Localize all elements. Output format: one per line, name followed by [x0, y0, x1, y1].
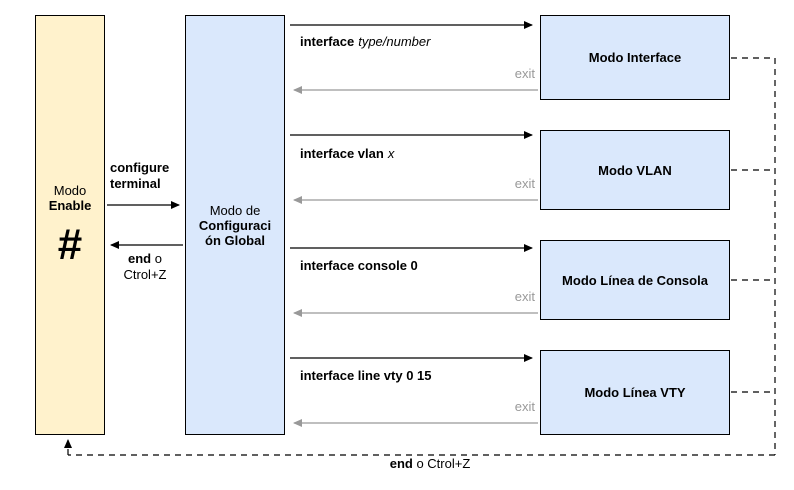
bottom-end-ctrlz-label: end o Ctrol+Z: [389, 456, 471, 471]
exit-label-2: exit: [514, 176, 535, 191]
mode-box-console-line-label: Modo Línea de Consola: [562, 272, 708, 288]
mode-box-console-line: Modo Línea de Consola: [540, 240, 730, 320]
global-config-mode-box: Modo de Configuración Global: [185, 15, 285, 435]
mode-box-vty-line-label: Modo Línea VTY: [584, 385, 686, 400]
enable-mode-label-line1: Modo: [53, 183, 87, 198]
enable-mode-box: Modo Enable #: [35, 15, 105, 435]
mode-box-interface-label: Modo Interface: [588, 50, 682, 65]
mode-box-vlan-label: Modo VLAN: [598, 162, 672, 178]
exit-label-3: exit: [514, 289, 535, 304]
end-ctrlz-label: end o Ctrol+Z: [123, 251, 167, 283]
exit-label-1: exit: [514, 66, 535, 81]
command-label-vty: interface line vty 0 15: [300, 368, 432, 383]
enable-mode-label-line2: Enable: [48, 198, 92, 213]
hash-prompt-symbol: #: [57, 220, 83, 269]
global-config-label-line2: Configuración Global: [198, 217, 272, 248]
global-config-label-line1: Modo de: [209, 202, 261, 218]
configure-terminal-label: configure terminal: [110, 160, 170, 192]
mode-box-vlan: Modo VLAN: [540, 130, 730, 210]
exit-label-4: exit: [514, 399, 535, 414]
command-label-console: interface console 0: [300, 258, 418, 273]
mode-box-interface: Modo Interface: [540, 15, 730, 100]
mode-box-vty-line: Modo Línea VTY: [540, 350, 730, 435]
